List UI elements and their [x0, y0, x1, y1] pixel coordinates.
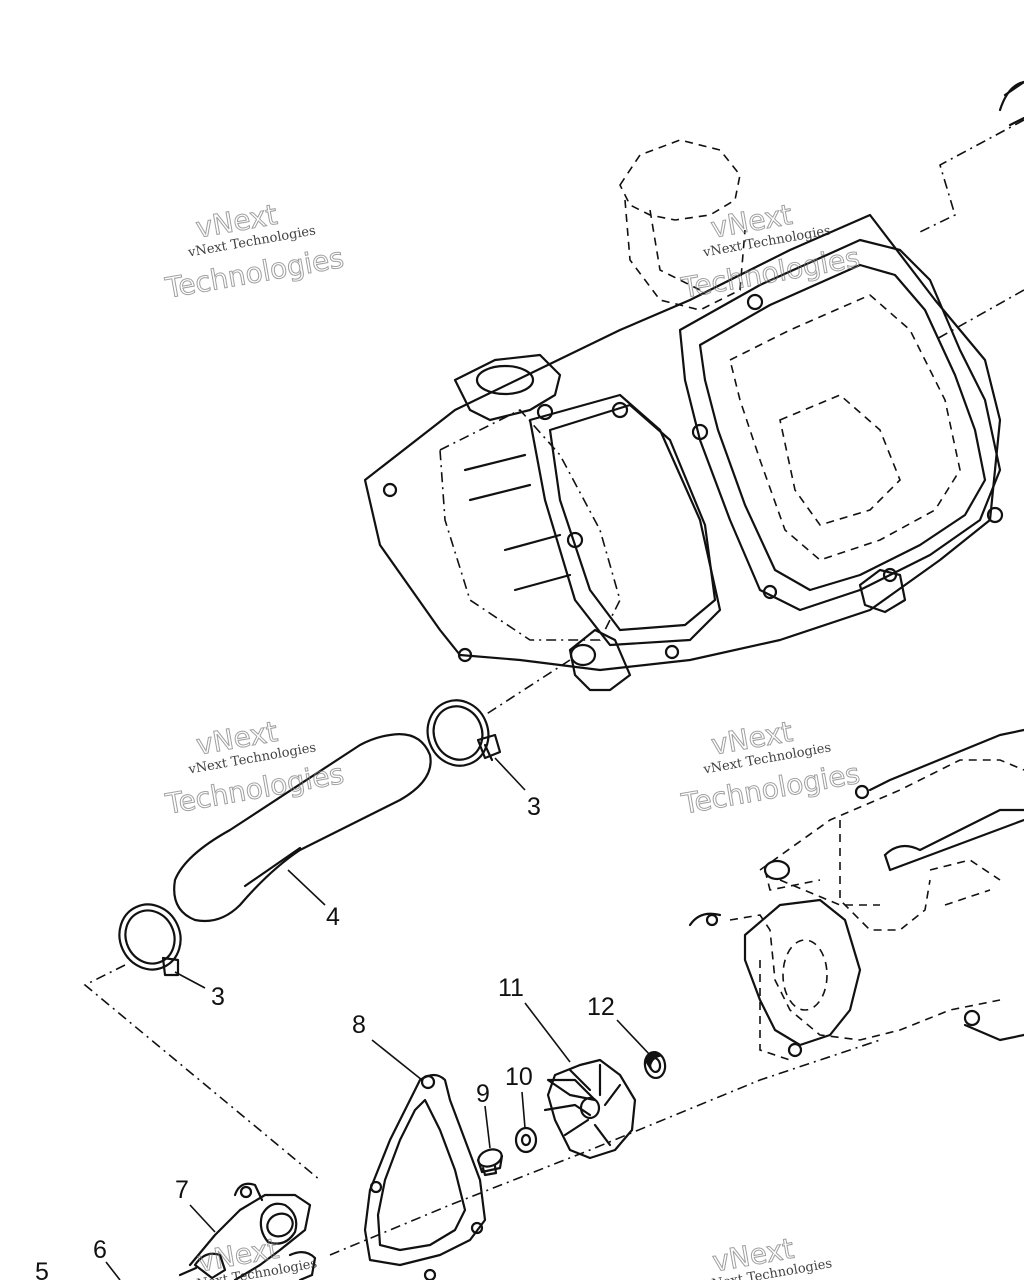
hose-clamp-lower: [118, 903, 182, 977]
centerline-head-to-hose: [484, 659, 571, 716]
washer: [514, 1126, 538, 1154]
callout-9: 9: [476, 1080, 490, 1108]
crankcase-assembly: [688, 728, 1024, 1061]
leader-11: [524, 1002, 571, 1063]
leader-4: [287, 869, 326, 906]
callout-numbers: 3 4 3 8 11 12 10 9 7 6 5: [35, 793, 615, 1280]
callout-7: 7: [175, 1176, 189, 1204]
drain-bolt: [476, 1148, 504, 1177]
leader-3-lower: [174, 971, 206, 989]
leader-9: [484, 1105, 491, 1149]
coolant-hose: [173, 733, 432, 923]
watermark-bottom-right: vNext vNext Technologies: [703, 1231, 834, 1280]
watermark-top-left: vNext vNext Technologies Technologies: [162, 197, 347, 305]
leader-lines: [105, 757, 651, 1280]
leader-7: [189, 1204, 216, 1233]
hose-clamp-upper: [426, 699, 502, 767]
callout-4: 4: [326, 903, 340, 931]
callout-8: 8: [352, 1011, 366, 1039]
water-pump-gasket: [363, 1073, 487, 1280]
cylinder-head-assembly: [363, 80, 1024, 692]
leader-6: [105, 1261, 121, 1280]
leader-12: [616, 1019, 651, 1056]
callout-3-upper: 3: [527, 793, 541, 821]
callout-12: 12: [587, 993, 615, 1021]
leader-10: [521, 1091, 526, 1129]
watermark-mid-left: vNext vNext Technologies Technologies: [162, 714, 347, 821]
watermark-top-right: vNext vNext Technologies Technologies: [678, 197, 863, 305]
impeller: [543, 1058, 637, 1160]
callout-3-lower: 3: [211, 983, 225, 1011]
leader-3-upper: [494, 757, 526, 791]
water-pump-housing: [178, 1182, 317, 1280]
callout-10: 10: [505, 1063, 533, 1091]
callout-5: 5: [35, 1258, 49, 1280]
centerline-pump-axis: [329, 1039, 881, 1256]
leader-8: [371, 1039, 423, 1081]
oil-seal: [643, 1050, 667, 1080]
watermark-mid-right: vNext vNext Technologies Technologies: [678, 714, 863, 821]
callout-6: 6: [93, 1236, 107, 1264]
centerline-clamp-to-pump: [83, 964, 321, 1181]
callout-11: 11: [498, 974, 524, 1002]
